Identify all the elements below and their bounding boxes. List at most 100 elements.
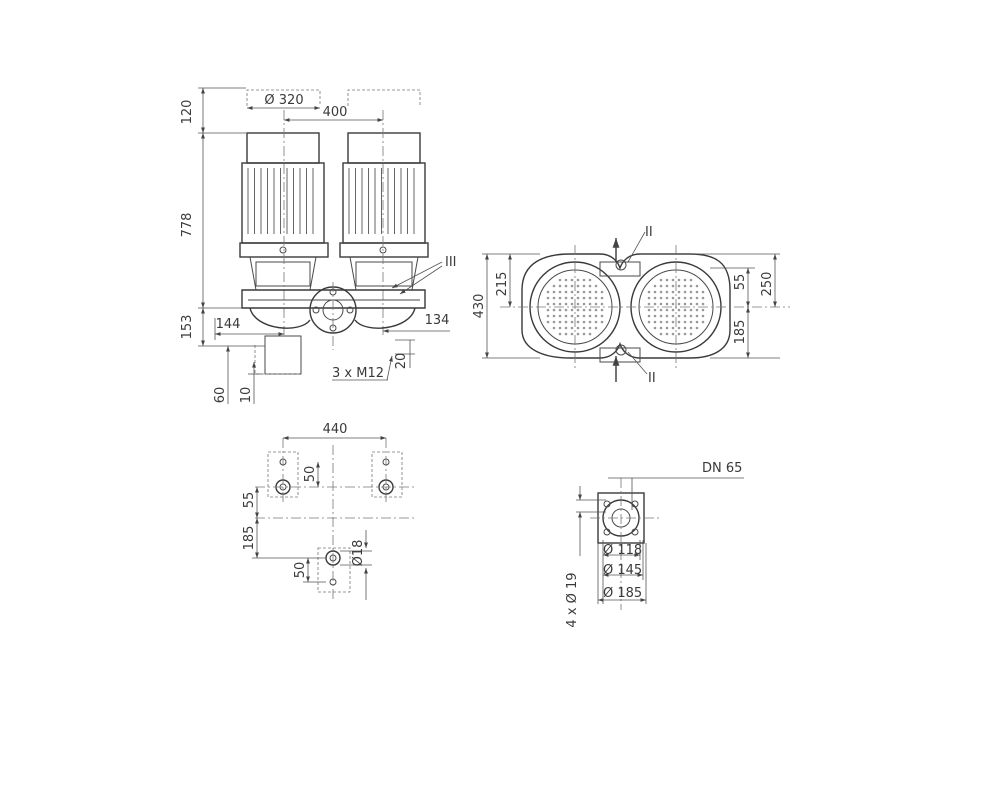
grill-hole: [576, 314, 580, 318]
grill-hole: [588, 284, 592, 288]
grill-hole: [582, 302, 586, 306]
grill-hole: [701, 296, 705, 300]
grill-hole: [683, 290, 687, 294]
grill-hole: [588, 332, 592, 336]
grill-hole: [564, 332, 568, 336]
grill-hole: [552, 284, 556, 288]
grill-hole: [683, 314, 687, 318]
grill-hole: [546, 320, 550, 324]
grill-hole: [671, 320, 675, 324]
grill-hole: [653, 296, 657, 300]
grill-hole: [689, 284, 693, 288]
grill-hole: [659, 296, 663, 300]
grill-hole: [588, 314, 592, 318]
grill-hole: [659, 314, 663, 318]
grill-hole: [677, 326, 681, 330]
grill-hole: [576, 290, 580, 294]
grill-hole: [677, 332, 681, 336]
dim-3xM12: 3 x M12: [332, 366, 384, 381]
grill-hole: [582, 278, 586, 282]
dim-60: 60: [213, 387, 228, 404]
dim-440: 440: [323, 422, 348, 437]
grill-hole: [588, 320, 592, 324]
grill-hole: [582, 284, 586, 288]
grill-hole: [570, 320, 574, 324]
grill-hole: [665, 308, 669, 312]
grill-hole: [701, 308, 705, 312]
grill-hole: [576, 284, 580, 288]
dim-50-bottom: 50: [293, 562, 308, 579]
grill-hole: [570, 332, 574, 336]
grill-hole: [564, 314, 568, 318]
grill-hole: [677, 278, 681, 282]
grill-hole: [647, 290, 651, 294]
grill-hole: [582, 326, 586, 330]
grill-hole: [588, 278, 592, 282]
grill-hole: [671, 326, 675, 330]
grill-hole: [695, 296, 699, 300]
grill-hole: [695, 302, 699, 306]
grill-hole: [695, 290, 699, 294]
grill-hole: [600, 290, 604, 294]
grill-hole: [576, 296, 580, 300]
grill-hole: [665, 314, 669, 318]
grill-hole: [600, 296, 604, 300]
grill-hole: [552, 302, 556, 306]
grill-hole: [552, 326, 556, 330]
grill-hole: [576, 332, 580, 336]
pump-housing: [241, 289, 426, 329]
grill-hole: [689, 320, 693, 324]
grill-hole: [600, 302, 604, 306]
grill-hole: [564, 320, 568, 324]
grill-hole: [564, 284, 568, 288]
grill-hole: [695, 326, 699, 330]
grill-hole: [689, 290, 693, 294]
grill-hole: [594, 302, 598, 306]
grill-hole: [564, 296, 568, 300]
grill-hole: [665, 290, 669, 294]
grill-hole: [677, 284, 681, 288]
grill-hole: [671, 278, 675, 282]
grill-hole: [546, 290, 550, 294]
dim-4x-phi-19: 4 x Ø 19: [565, 572, 580, 627]
grill-hole: [588, 290, 592, 294]
grill-hole: [659, 332, 663, 336]
grill-hole: [588, 326, 592, 330]
dim-phi-145: Ø 145: [603, 563, 642, 578]
label-II-bottom: II: [648, 371, 656, 386]
grill-hole: [582, 308, 586, 312]
grill-hole: [665, 332, 669, 336]
grill-hole: [659, 302, 663, 306]
grill-hole: [671, 308, 675, 312]
grill-hole: [570, 308, 574, 312]
grill-hole: [582, 314, 586, 318]
grill-hole: [594, 284, 598, 288]
grill-hole: [576, 278, 580, 282]
grill-hole: [659, 284, 663, 288]
grill-hole: [564, 302, 568, 306]
grill-hole: [653, 302, 657, 306]
grill-hole: [677, 290, 681, 294]
motor-clearance-left: [246, 89, 321, 106]
grill-hole: [659, 308, 663, 312]
motor-left: [239, 110, 329, 335]
grill-hole: [665, 326, 669, 330]
grill-hole: [546, 314, 550, 318]
grill-hole: [558, 284, 562, 288]
grill-hole: [701, 314, 705, 318]
dim-phi-185: Ø 185: [603, 586, 642, 601]
dim-10: 10: [239, 387, 254, 404]
grill-hole: [546, 296, 550, 300]
grill-hole: [683, 278, 687, 282]
base-foot: [264, 335, 302, 375]
grill-hole: [552, 320, 556, 324]
grill-hole: [570, 314, 574, 318]
grill-hole: [653, 314, 657, 318]
grill-hole: [677, 302, 681, 306]
grill-hole: [588, 296, 592, 300]
grill-hole: [671, 284, 675, 288]
grill-hole: [701, 302, 705, 306]
grill-hole: [570, 296, 574, 300]
grill-hole: [647, 296, 651, 300]
